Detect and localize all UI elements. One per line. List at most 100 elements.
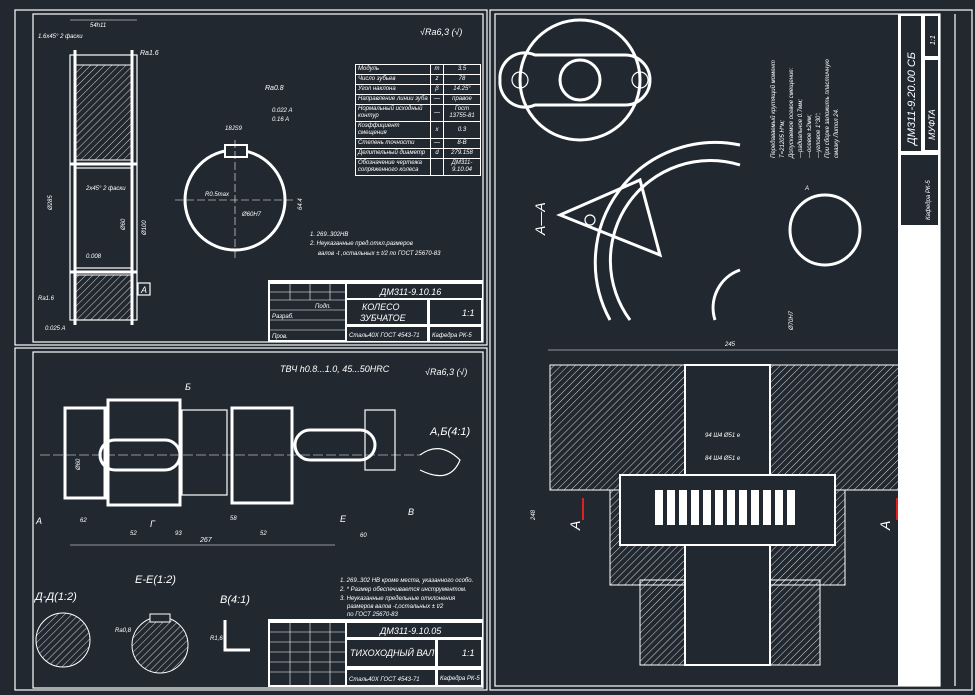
coupling-width-dim: 245 [724,342,736,348]
gear-drawing-code: ДМ311-9.10.16 [379,287,441,297]
dim-key: 18JS9 [225,126,243,132]
dim-bore-fit: R0.5max [205,192,230,198]
roughness-ra16: Ra1.6 [140,50,159,57]
dim-keyway-depth: 64.4 [298,198,304,210]
shaft-letter-v: В [408,507,414,517]
gear-sign-label: Подп. [315,304,331,310]
spline-tooth [715,490,723,525]
gear-scale: 1:1 [462,308,475,318]
coupling-note: смазку Литол 24. [834,108,840,158]
coupling-note: —радиальное 0.7мм; [798,99,804,159]
dim-od: Ø285 [48,195,54,211]
shaft-note-1: 1. 269..302 HB кроме места, указанного о… [340,578,473,584]
gear-check-label: Пров. [272,334,288,340]
shaft-dim-7: Ø60 [76,458,82,471]
section-aa-label: А—А [532,202,548,236]
section-label-ab: А,Б(4:1) [429,426,471,438]
param-sym: β [430,84,444,95]
dim-bore: Ø60 [121,218,127,231]
coupling-key-dim: А [804,186,809,192]
coupling-note: При сборке заложить пластичную [825,59,831,158]
fit-label-2: 84 Ш4 Ø51 e [705,456,741,462]
gear-section-view: 54h11 1.6x45° 2 фаски Ra1.6 Ra1.6 0.008 … [38,19,159,332]
shaft-hardening-note: ТВЧ h0.8...1.0, 45...50HRC [280,364,390,374]
coupling-hub-section: А Ø70H7 [788,186,862,331]
shaft-section-views: Д-Д(1:2) Е-Е(1:2) В(4:1) R1,6 Ra0,8 [33,574,250,674]
sheet-output-shaft[interactable]: √Ra6,3 (√) ТВЧ h0.8...1.0, 45...50HRC 26… [14,347,488,691]
spline-tooth [751,490,759,525]
param-val: 0.3 [443,121,481,139]
param-row: Нормальный исходный контур—Гост 13755-81 [355,104,481,122]
coupling-note: Т=21205 Н*м; [780,120,786,158]
coupling-note: Допускаемое осевое смещение: [789,67,795,159]
spline-tooth [787,490,795,525]
gear-dev-label: Разраб. [272,314,294,320]
param-val: правое [443,94,481,105]
spline-tooth [739,490,747,525]
shaft-roughness-mark: √Ra6,3 (√) [425,367,467,377]
shaft-letter-a: А [35,516,42,526]
param-name: Коэффициент смещения [355,121,431,139]
dim-chamfer: 1.6x45° 2 фаски [38,34,83,40]
shaft-org: Кафедра РК-5 [440,676,480,682]
dim-width: 54h11 [90,23,106,29]
gear-hub-view: 18JS9 R0.5max Ø60H7 64.4 Ra0.8 0.022 A 0… [175,85,304,260]
tol-flatness: 0.008 [86,254,102,260]
param-sym: — [430,104,444,122]
section-mark-a-right: А [877,521,893,531]
tol-2: 0.16 A [272,117,289,123]
param-name: Делительный диаметр [355,148,431,159]
section-label-v: В(4:1) [220,594,250,606]
shaft-letter-b: Б [185,382,191,392]
spline-tooth [763,490,771,525]
gear-title-2: ЗУБЧАТОЕ [360,313,407,323]
spline-tooth [667,490,675,525]
spline-tooth [775,490,783,525]
shaft-dim-2: 52 [260,531,267,537]
shaft-note-4: размеров валов -t,остальных ± t/2 [346,604,444,610]
spline-tooth [691,490,699,525]
spline-tooth [703,490,711,525]
shaft-dim-4: 93 [175,531,182,537]
shaft-drawing-code: ДМ311-9.10.05 [379,626,442,636]
sheet-coupling-assembly[interactable]: А—А А Ø70H7 Передаваемый крутящий момент… [489,9,973,691]
shaft-letter-e: Е [340,514,347,524]
shaft-note-2: 2. * Размер обеспечивается инструментом. [339,587,467,593]
param-sym: m [430,64,444,75]
section-mark-a-left: А [567,521,583,531]
shaft-dim-3: 58 [230,516,237,522]
shaft-radius: R1,6 [210,636,223,642]
gear-org: Кафедра РК-5 [432,333,472,339]
shaft-ra: Ra0,8 [115,628,132,634]
param-row: Степень точности—8-В [355,138,481,149]
param-sym: z [430,74,444,85]
coupling-title-block: ДМ311-9.20.00 СБ МУФТА 1:1 Кафедра РК-5 [898,14,940,686]
param-val: 8-В [443,138,481,149]
shaft-scale: 1:1 [462,648,475,658]
param-name: Обозначение чертежа сопряженного колеса [355,158,431,176]
sheet-gear-wheel[interactable]: √Ra6,3 (√) 54h11 1.6x45° 2 фаски Ra1.6 R… [14,9,488,346]
coupling-section-aa: А—А [532,140,741,321]
gear-note-2: 2. Неуказанные пред.откл.размеров [309,241,413,247]
shaft-dim-total: 267 [199,537,213,544]
shaft-main-view: 267 52 52 58 93 60 62 Ø60 А Б В Г Е А,Б(… [35,382,471,546]
dim-chamfer-2: 2x45° 2 фаски [85,186,126,192]
coupling-note: —угловое 1°30'; [816,112,822,159]
param-name: Модуль [355,64,431,75]
shaft-letter-g: Г [150,519,156,529]
spline-tooth [655,490,663,525]
coupling-main-section: 245 248 94 Ш4 Ø51 e 84 Ш4 Ø51 e А А [531,342,906,666]
shaft-title: ТИХОХОДНЫЙ ВАЛ [350,647,435,658]
coupling-top-view [498,18,652,142]
dim-bore-diameter: Ø60H7 [241,212,262,218]
shaft-dim-5: 60 [360,533,367,539]
param-name: Направление линии зуба [355,94,431,105]
gear-note-1: 1. 269..302HB [310,232,348,238]
shaft-notes: 1. 269..302 HB кроме места, указанного о… [339,578,473,618]
param-name: Число зубьев [355,74,431,85]
